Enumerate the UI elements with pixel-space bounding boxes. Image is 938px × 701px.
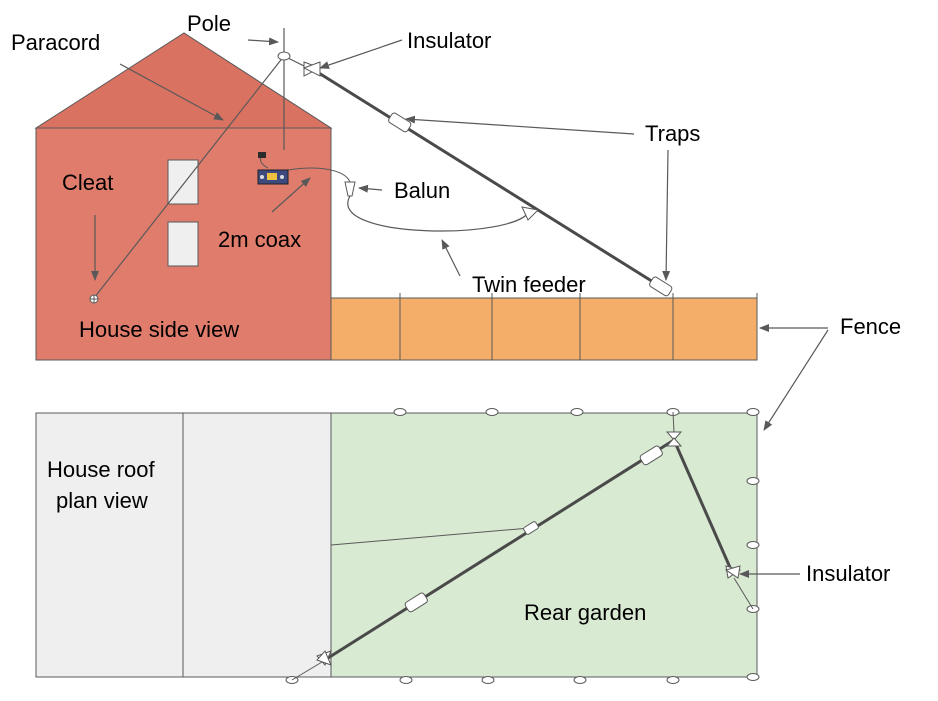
arrow-paracord: [119, 63, 224, 121]
twin-feeder: [347, 195, 531, 232]
label-roof-line2: plan view: [56, 488, 148, 513]
guy-line: [733, 577, 754, 610]
fence-post-icon: [485, 408, 499, 416]
house-window-lower: [167, 221, 199, 267]
fence-panel: [330, 297, 758, 361]
guy-line: [291, 661, 323, 681]
guy-line: [672, 411, 675, 433]
fence-post-icon: [393, 408, 407, 416]
feedpoint-icon: [521, 206, 540, 221]
insulator-icon: [665, 431, 683, 447]
label-roof-line1: House roof: [47, 457, 156, 482]
roof-plan-left: [35, 412, 184, 678]
house-side-view: [34, 32, 333, 361]
arrow-twin-feeder: [441, 239, 461, 277]
house-roof-plan: [35, 412, 332, 678]
arrow-insulator-top: [319, 39, 403, 69]
insulator-icon: [724, 565, 742, 579]
label-insulator-right: Insulator: [806, 561, 890, 586]
antenna-wire-plan-main: [327, 438, 675, 660]
arrow-pole: [247, 37, 279, 46]
paracord: [93, 55, 285, 299]
feedpoint-icon: [523, 521, 539, 535]
arrow-trap-lower: [662, 149, 671, 281]
roof-plan-right: [182, 412, 332, 678]
fence-posts-plan: [285, 408, 760, 684]
fence-post-icon: [746, 477, 760, 485]
label-pole: Pole: [187, 11, 231, 36]
label-paracord: Paracord: [11, 30, 100, 55]
fence-post-icon: [746, 541, 760, 549]
feeder-plan-view: [330, 527, 531, 546]
insulator-icon: [316, 650, 332, 666]
callout-arrows: [91, 37, 829, 578]
fence-post-icon: [573, 676, 587, 684]
fence-post-icon: [666, 676, 680, 684]
coax-cable: [287, 167, 351, 183]
arrow-fence-plan: [763, 329, 829, 431]
arrow-balun: [358, 184, 383, 193]
label-cleat: Cleat: [62, 170, 113, 195]
label-fence: Fence: [840, 314, 901, 339]
trap-icon: [639, 445, 663, 466]
house-window-upper: [167, 159, 199, 205]
trap-icon: [388, 112, 412, 133]
arrow-coax: [271, 177, 311, 213]
arrow-trap-upper: [405, 115, 635, 135]
label-twin-feeder: Twin feeder: [472, 272, 586, 297]
radio-transceiver-icon: [257, 152, 289, 185]
label-traps: Traps: [645, 121, 700, 146]
pole-pulley: [277, 51, 291, 61]
cleat-icon: [89, 294, 99, 304]
trap-icon: [404, 592, 428, 613]
label-insulator-top: Insulator: [407, 28, 491, 53]
fence-post-icon: [746, 408, 760, 416]
balun-icon: [344, 181, 356, 197]
label-rear-garden: Rear garden: [524, 600, 646, 625]
label-balun: Balun: [394, 178, 450, 203]
rear-garden: [330, 412, 758, 678]
fence-post-icon: [746, 673, 760, 681]
label-house-side: House side view: [79, 317, 239, 342]
insulator-icon: [302, 61, 322, 77]
fence-post-icon: [481, 676, 495, 684]
label-coax: 2m coax: [218, 227, 301, 252]
fence-post-icon: [570, 408, 584, 416]
antenna-wire-plan-return: [672, 439, 734, 573]
antenna-wire-side: [313, 68, 667, 292]
fence-post-icon: [399, 676, 413, 684]
trap-icon: [649, 276, 673, 297]
fence: [330, 293, 758, 361]
